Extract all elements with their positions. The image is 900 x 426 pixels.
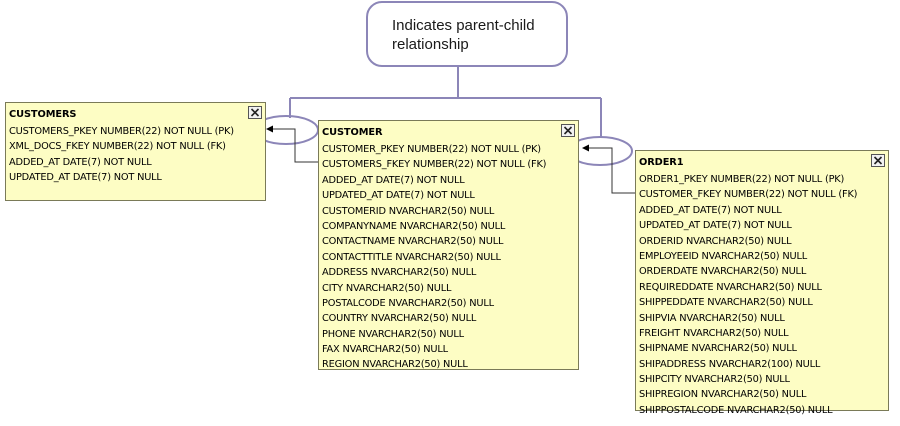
table-column: CUSTOMERS_PKEY NUMBER(22) NOT NULL (PK) [9,126,234,137]
table-column: COMPANYNAME NVARCHAR2(50) NULL [322,220,506,232]
table-column: UPDATED_AT DATE(7) NOT NULL [322,190,475,202]
table-column: SHIPVIA NVARCHAR2(50) NULL [639,312,785,324]
table-column: ADDRESS NVARCHAR2(50) NULL [322,267,477,279]
table-column: SHIPPOSTALCODE NVARCHAR2(50) NULL [639,404,833,416]
table-column: EMPLOYEEID NVARCHAR2(50) NULL [639,250,807,262]
table-column: CUSTOMERS_FKEY NUMBER(22) NOT NULL (FK) [322,159,547,171]
table-column: CONTACTNAME NVARCHAR2(50) NULL [322,236,504,248]
table-column: ADDED_AT DATE(7) NOT NULL [9,156,152,168]
table-column: XML_DOCS_FKEY NUMBER(22) NOT NULL (FK) [9,141,226,153]
table-column: UPDATED_AT DATE(7) NOT NULL [9,172,162,184]
table-column: ADDED_AT DATE(7) NOT NULL [322,174,465,186]
table-column: SHIPPEDDATE NVARCHAR2(50) NULL [639,297,813,309]
table-customer[interactable]: CUSTOMER CUSTOMER_PKEY NUMBER(22) NOT NU… [318,120,579,370]
callout-note: Indicates parent-child relationship [366,1,568,67]
table-column: CUSTOMERID NVARCHAR2(50) NULL [322,205,495,217]
table-column: REGION NVARCHAR2(50) NULL [322,359,468,371]
close-icon[interactable] [871,154,885,167]
table-title: ORDER1 [639,157,684,168]
table-column: UPDATED_AT DATE(7) NOT NULL [639,220,792,232]
callout-line-2: relationship [392,36,469,53]
table-order1[interactable]: ORDER1 ORDER1_PKEY NUMBER(22) NOT NULL (… [635,150,889,416]
table-column: FAX NVARCHAR2(50) NULL [322,344,448,356]
table-title: CUSTOMER [322,127,383,138]
table-column: ORDERDATE NVARCHAR2(50) NULL [639,266,807,278]
table-title: CUSTOMERS [9,109,77,120]
table-column: CUSTOMER_PKEY NUMBER(22) NOT NULL (PK) [322,144,541,155]
table-column: ORDER1_PKEY NUMBER(22) NOT NULL (PK) [639,174,845,185]
callout-line-1: Indicates parent-child [392,17,535,34]
callout-bracket [289,67,602,138]
table-column: COUNTRY NVARCHAR2(50) NULL [322,313,477,325]
table-column: SHIPNAME NVARCHAR2(50) NULL [639,343,797,355]
table-column: PHONE NVARCHAR2(50) NULL [322,328,464,340]
table-column: POSTALCODE NVARCHAR2(50) NULL [322,297,494,309]
close-icon[interactable] [561,124,575,137]
table-customers[interactable]: CUSTOMERS CUSTOMERS_PKEY NUMBER(22) NOT … [5,102,266,201]
table-column: FREIGHT NVARCHAR2(50) NULL [639,327,789,339]
close-icon[interactable] [248,106,262,119]
table-column: SHIPCITY NVARCHAR2(50) NULL [639,374,790,386]
table-column: ADDED_AT DATE(7) NOT NULL [639,204,782,216]
fk-arrowhead-left [266,125,273,133]
table-column: ORDERID NVARCHAR2(50) NULL [639,235,792,247]
table-column: CONTACTTITLE NVARCHAR2(50) NULL [322,251,501,263]
table-column: REQUIREDDATE NVARCHAR2(50) NULL [639,281,822,293]
fk-connectors [272,128,636,194]
fk-arrowhead-right [582,144,589,152]
table-column: SHIPADDRESS NVARCHAR2(100) NULL [639,358,821,370]
table-column: CUSTOMER_FKEY NUMBER(22) NOT NULL (FK) [639,189,858,201]
table-column: CITY NVARCHAR2(50) NULL [322,282,452,294]
table-column: SHIPREGION NVARCHAR2(50) NULL [639,389,807,401]
